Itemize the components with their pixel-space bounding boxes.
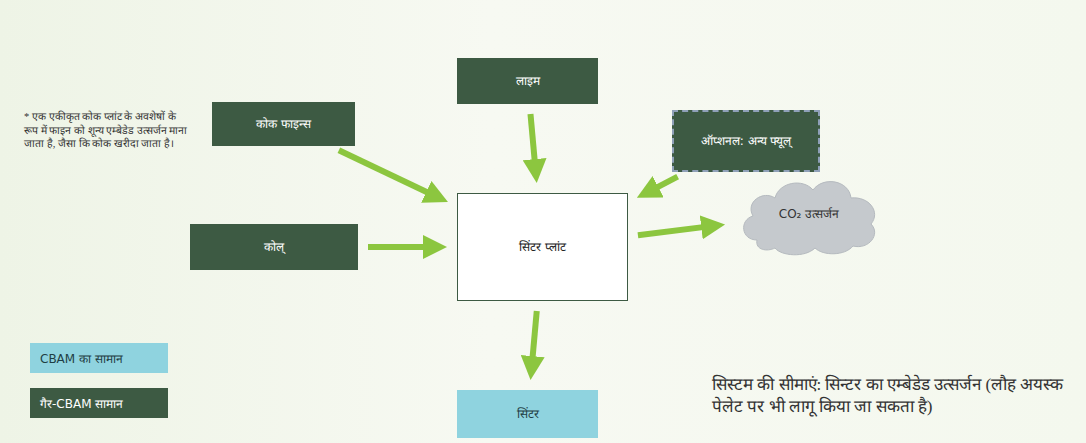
node-text: सिंटर xyxy=(517,406,539,422)
product-box: सिंटर xyxy=(457,390,598,438)
flow-arrow xyxy=(532,311,537,368)
emission-cloud: CO₂ उत्सर्जन xyxy=(735,170,883,258)
cloud-shape xyxy=(744,182,875,255)
legend-swatch: गैर-CBAM सामान xyxy=(30,388,168,418)
legend-text: CBAM का सामान xyxy=(40,350,123,367)
node-text: कोक फाइन्स xyxy=(256,116,311,132)
flow-arrow xyxy=(530,114,535,171)
optional-input-box: ऑप्शनल: अन्य फ्यूल् xyxy=(672,110,820,172)
flow-arrow xyxy=(648,177,678,193)
node-text: CO₂ उत्सर्जन xyxy=(779,206,839,222)
node-text: सिंटर प्लांट xyxy=(519,239,566,255)
input-box: कोक फाइन्स xyxy=(212,102,355,146)
flow-arrow xyxy=(368,244,435,250)
node-text: कोल् xyxy=(264,239,284,255)
input-box: कोल् xyxy=(190,224,358,270)
footnote-text: * एक एकीकृत कोक प्लांट के अवशेषों के रूप… xyxy=(24,110,192,151)
legend-text: गैर-CBAM सामान xyxy=(40,395,123,412)
input-box: लाइम xyxy=(457,58,598,104)
boundary-note: सिस्टम की सीमाएं: सिन्टर का एम्बेडेड उत्… xyxy=(712,374,1072,418)
node-text: ऑप्शनल: अन्य फ्यूल् xyxy=(701,133,792,149)
flow-arrow xyxy=(339,150,437,197)
flow-arrow xyxy=(638,226,713,235)
legend-swatch: CBAM का सामान xyxy=(30,343,168,373)
process-box: सिंटर प्लांट xyxy=(457,193,628,301)
node-text: लाइम xyxy=(516,73,540,89)
